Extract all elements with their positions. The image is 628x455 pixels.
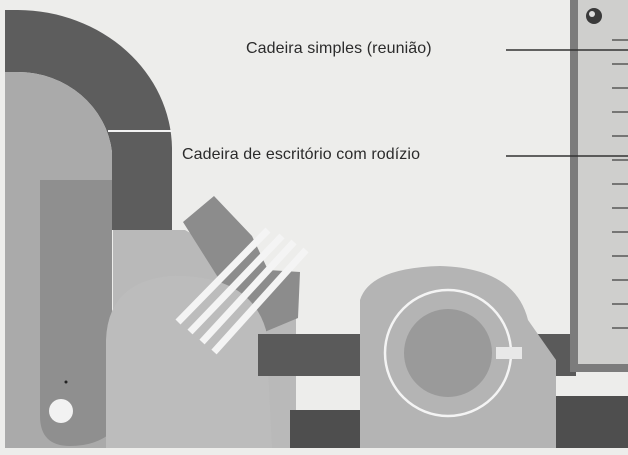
- floor-shadow: [290, 410, 360, 448]
- pivot-dot: [64, 380, 68, 384]
- label-office-chair: Cadeira de escritório com rodízio: [182, 146, 421, 163]
- chair-seat: [404, 309, 492, 397]
- meeting-chair: [183, 196, 300, 336]
- wall-knob-highlight: [589, 11, 595, 17]
- stripe-2: [187, 233, 285, 335]
- stripe-3: [199, 239, 297, 345]
- wall-ticks: [612, 39, 628, 329]
- chair-arm-tab: [496, 347, 522, 359]
- wheel-caster: [49, 399, 73, 423]
- stripe-4: [211, 247, 309, 355]
- stripe-1: [175, 227, 271, 325]
- dark-arch: [5, 10, 172, 230]
- wall-panel: [578, 0, 628, 364]
- label-simple-chair: Cadeira simples (reunião): [246, 40, 432, 57]
- side-chair-rail: [40, 180, 112, 446]
- stripe-group: [175, 227, 309, 355]
- chair-seat-back: [106, 275, 272, 448]
